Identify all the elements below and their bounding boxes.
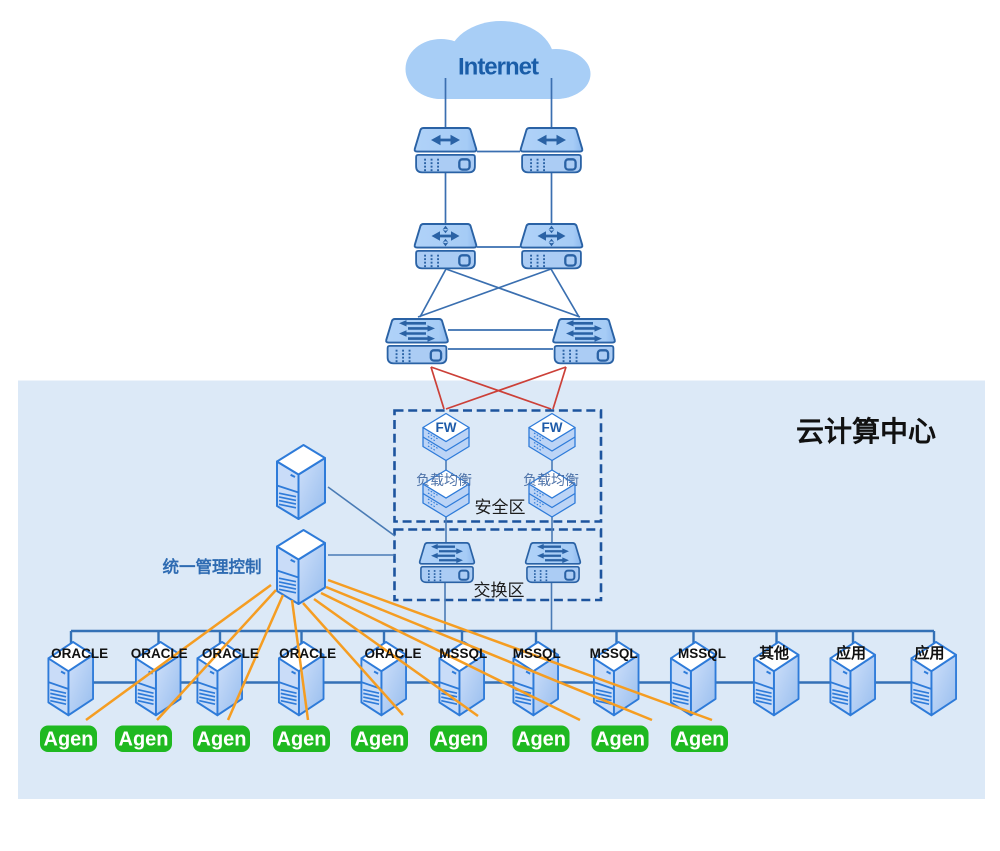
svg-text:MSSQL: MSSQL xyxy=(513,646,561,661)
svg-text:应用: 应用 xyxy=(836,644,866,662)
svg-text:ORACLE: ORACLE xyxy=(51,646,108,661)
svg-text:ORACLE: ORACLE xyxy=(365,646,422,661)
svg-text:FW: FW xyxy=(436,420,457,435)
svg-text:MSSQL: MSSQL xyxy=(678,646,726,661)
svg-text:MSSQL: MSSQL xyxy=(590,646,638,661)
svg-text:Internet: Internet xyxy=(458,54,539,81)
svg-text:ORACLE: ORACLE xyxy=(202,646,259,661)
svg-text:安全区: 安全区 xyxy=(475,498,526,517)
svg-text:其他: 其他 xyxy=(759,644,789,662)
svg-text:统一管理控制: 统一管理控制 xyxy=(163,557,262,577)
svg-text:ORACLE: ORACLE xyxy=(131,646,188,661)
svg-text:FW: FW xyxy=(542,420,563,435)
svg-text:负载均衡: 负载均衡 xyxy=(416,472,472,488)
svg-text:MSSQL: MSSQL xyxy=(439,646,487,661)
svg-text:应用: 应用 xyxy=(914,644,944,662)
svg-text:云计算中心: 云计算中心 xyxy=(796,415,936,447)
svg-text:负载均衡: 负载均衡 xyxy=(523,472,579,488)
svg-text:ORACLE: ORACLE xyxy=(279,646,336,661)
svg-text:交换区: 交换区 xyxy=(474,581,525,600)
